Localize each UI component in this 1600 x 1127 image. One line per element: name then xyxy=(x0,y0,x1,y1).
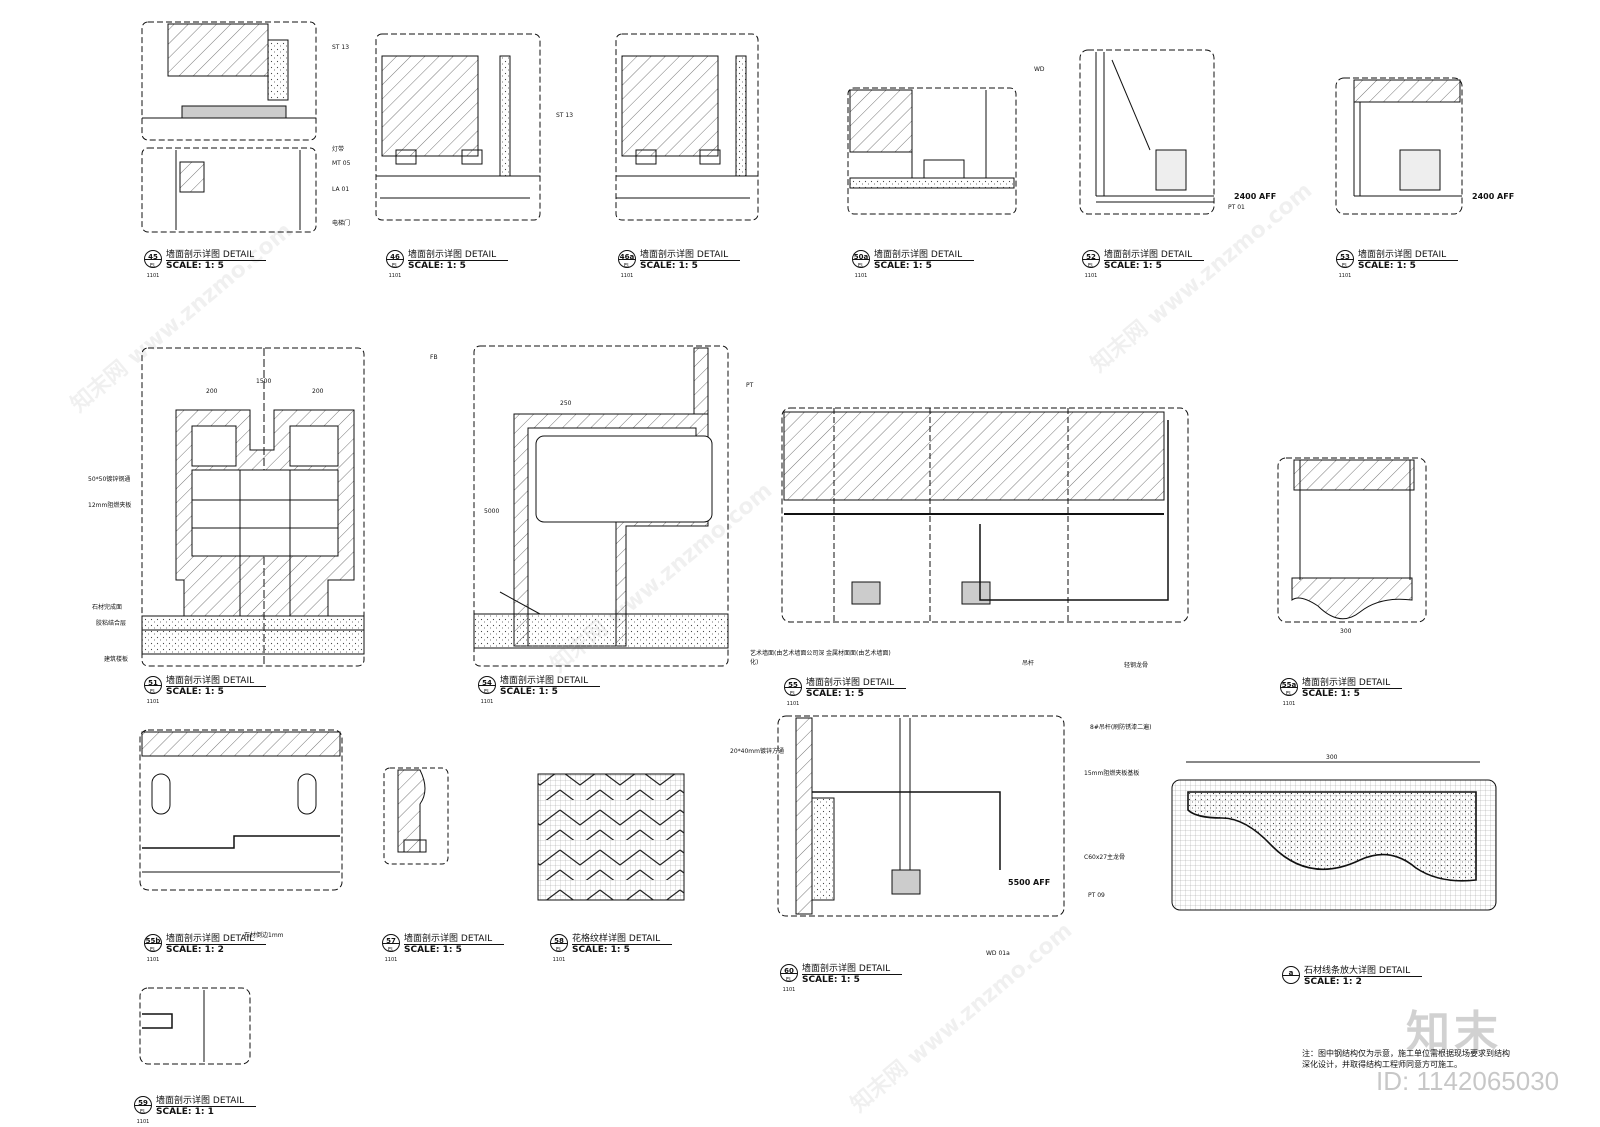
tag-pt-55: PT xyxy=(746,382,754,389)
annotation-glue: 胶粘结合层 xyxy=(96,620,127,627)
detail-a-drawing xyxy=(1171,761,1497,911)
annotation-level-5500: 5500 AFF xyxy=(1008,878,1051,887)
tag-fb-54: FB xyxy=(430,354,438,361)
detail-60-drawing xyxy=(777,715,1065,917)
tag-wd-52: WD xyxy=(1034,66,1045,73)
detail-50a-drawing xyxy=(847,87,1017,215)
tag-la-45: LA 01 xyxy=(332,186,350,193)
annotation-hanger: 吊杆 xyxy=(1022,660,1035,667)
detail-59-drawing xyxy=(139,987,251,1065)
annotation-metal-surface: 金属材面面(由艺术墙面) xyxy=(826,650,891,657)
annotation-dim-200a: 200 xyxy=(206,388,218,395)
annotation-level-2400b: 2400 AFF xyxy=(1472,192,1515,201)
detail-55-drawing xyxy=(781,407,1189,623)
annotation-stone-edge: 石材倒边1mm xyxy=(244,932,284,939)
detail-53-drawing xyxy=(1335,77,1463,215)
brand-logo: 知末 xyxy=(1406,1007,1502,1058)
tag-wd-60: WD 01a xyxy=(986,950,1010,957)
document-id: ID: 1142065030 xyxy=(1376,1066,1560,1096)
tag-pt-60: PT 09 xyxy=(1088,892,1105,899)
detail-54-drawing xyxy=(473,345,729,667)
annotation-floor: 建筑楼板 xyxy=(104,656,129,663)
annotation-elevator-door: 电梯门 xyxy=(332,220,351,227)
annotation-dim-1500: 1500 xyxy=(256,378,272,385)
tag-st-46: ST 13 xyxy=(556,112,574,119)
detail-46-drawing xyxy=(375,33,541,221)
annotation-plywood: 12mm阻燃夹板 xyxy=(88,502,132,509)
detail-45-drawing xyxy=(141,21,317,233)
annotation-art-wall: 艺术墙面(由艺术墙面公司深化) xyxy=(750,650,825,666)
annotation-board-15: 15mm阻燃夹板基板 xyxy=(1084,770,1140,777)
detail-46a-drawing xyxy=(615,33,759,221)
annotation-dim-300b: 300 xyxy=(1326,754,1338,761)
detail-58-drawing xyxy=(537,773,685,901)
annotation-dim-250: 250 xyxy=(560,400,572,407)
annotation-keel: 轻钢龙骨 xyxy=(1124,662,1149,669)
general-note: 注：图中钢结构仅为示意，施工单位需根据现场要求到结构深化设计，并取得结构工程师同… xyxy=(1302,1049,1510,1069)
annotation-lamp: 灯带 xyxy=(332,146,345,153)
detail-51-drawing xyxy=(141,347,365,667)
detail-57-drawing xyxy=(383,767,449,865)
annotation-level-2400a: 2400 AFF xyxy=(1234,192,1277,201)
annotation-steel-20x40: 20*40mm镀锌方通 xyxy=(730,748,784,755)
annotation-dim-5000: 5000 xyxy=(484,508,500,515)
tag-st-45: ST 13 xyxy=(332,44,350,51)
annotation-stone-finish: 石材完成面 xyxy=(92,604,123,611)
annotation-c60: C60x27主龙骨 xyxy=(1084,854,1126,861)
annotation-rod: 8#吊杆(刷防锈漆二遍) xyxy=(1090,724,1152,731)
detail-55a-drawing xyxy=(1277,457,1427,623)
annotation-steel-frame: 50*50镀锌钢通 xyxy=(88,476,131,483)
annotation-dim-200b: 200 xyxy=(312,388,324,395)
detail-55b-drawing xyxy=(139,729,343,891)
tag-pt-52: PT 01 xyxy=(1228,204,1245,211)
annotation-dim-300: 300 xyxy=(1340,628,1352,635)
tag-mt-45: MT 05 xyxy=(332,160,351,167)
detail-52-drawing xyxy=(1079,49,1215,215)
